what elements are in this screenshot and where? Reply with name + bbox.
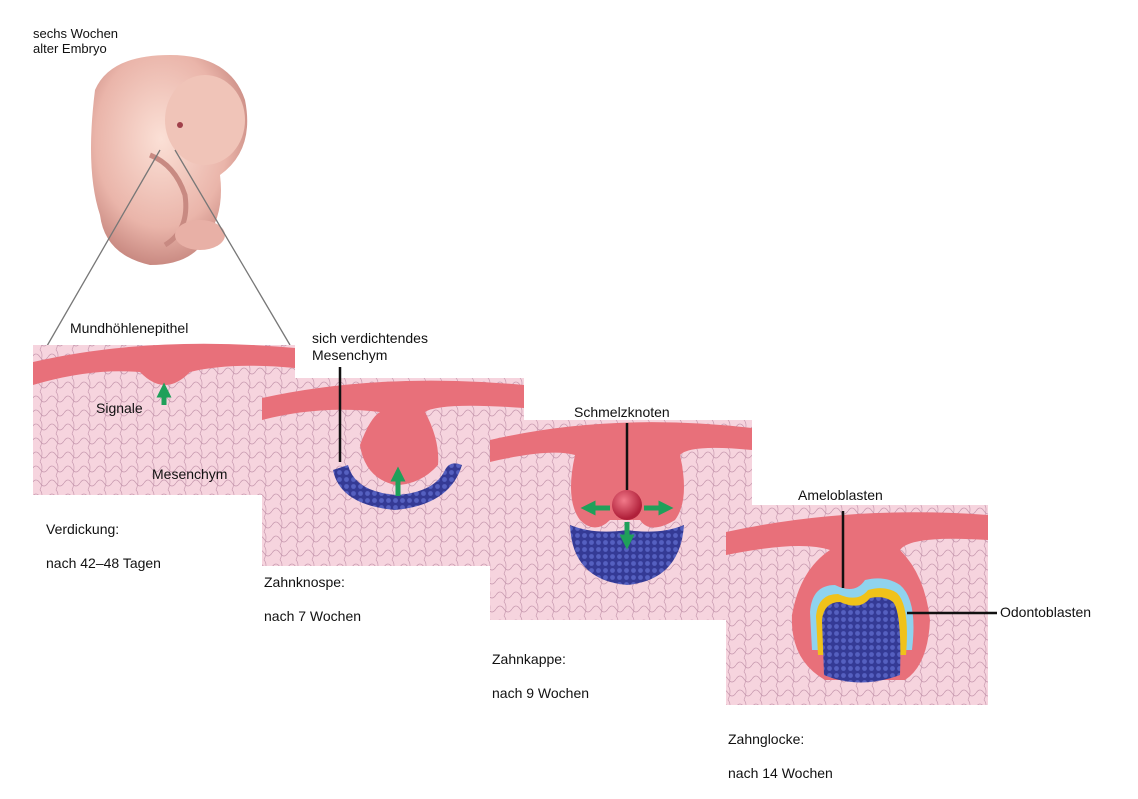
stage-2-panel (262, 367, 524, 566)
stage-4-title: Zahnglocke: (728, 731, 833, 748)
verdichtendes-mesenchym-label: sich verdichtendes Mesenchym (312, 330, 428, 364)
stage-1-caption: Verdickung: nach 42–48 Tagen (46, 504, 161, 589)
stage-3-caption: Zahnkappe: nach 9 Wochen (492, 634, 589, 719)
stage-3-panel (490, 420, 752, 620)
stage-4-panel (726, 505, 997, 705)
mesenchym-label: Mesenchym (152, 466, 227, 483)
signale-label: Signale (96, 400, 143, 417)
stage-2-title: Zahnknospe: (264, 574, 361, 591)
stage-1-title: Verdickung: (46, 521, 161, 538)
enamel-knot (612, 490, 642, 520)
odontoblasten-label: Odontoblasten (1000, 604, 1091, 621)
stage-4-time: nach 14 Wochen (728, 765, 833, 782)
schmelzknoten-label: Schmelzknoten (574, 404, 670, 421)
stage-4-caption: Zahnglocke: nach 14 Wochen (728, 714, 833, 799)
stage-1-time: nach 42–48 Tagen (46, 555, 161, 572)
ameloblasten-label: Ameloblasten (798, 487, 883, 504)
mundhoehlenepithel-label: Mundhöhlenepithel (70, 320, 188, 337)
stage-3-title: Zahnkappe: (492, 651, 589, 668)
stage-3-time: nach 9 Wochen (492, 685, 589, 702)
embryo-label: sechs Wochen alter Embryo (33, 26, 118, 56)
stage-2-time: nach 7 Wochen (264, 608, 361, 625)
stage-2-caption: Zahnknospe: nach 7 Wochen (264, 557, 361, 642)
